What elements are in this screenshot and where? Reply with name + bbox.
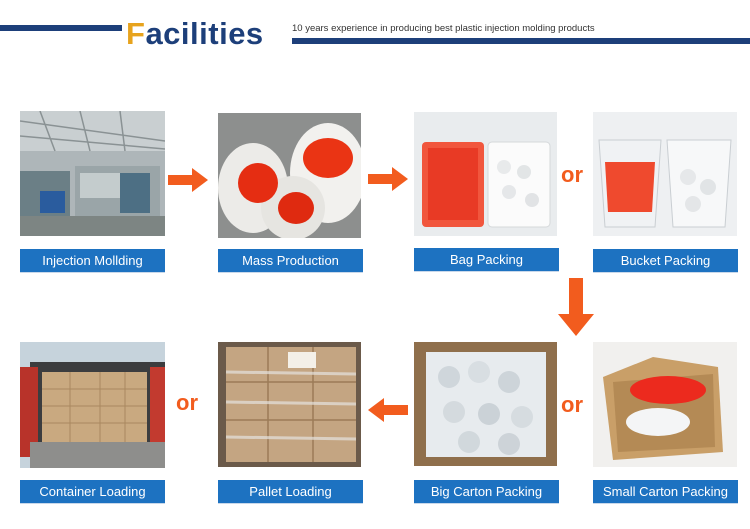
pallet-loading-photo: [218, 342, 361, 467]
header-rule-right: [292, 38, 750, 44]
container-loading-photo: [20, 342, 165, 468]
big-carton-packing-photo: [414, 342, 557, 466]
bucket-packing-photo: [593, 112, 737, 236]
step-label-injection-molding: Injection Mollding: [20, 249, 165, 273]
or-connector: or: [176, 390, 198, 415]
small-carton-packing-photo: [593, 342, 737, 467]
arrow-down-icon: [558, 278, 594, 336]
arrow-right-icon: [168, 168, 208, 192]
step-label-pallet-loading: Pallet Loading: [218, 480, 363, 504]
step-label-bag-packing: Bag Packing: [414, 248, 559, 272]
arrow-right-icon: [368, 167, 408, 191]
step-label-bucket-packing: Bucket Packing: [593, 249, 738, 273]
or-connector: or: [561, 162, 583, 187]
step-label-small-carton-packing: Small Carton Packing: [593, 480, 738, 504]
step-label-mass-production: Mass Production: [218, 249, 363, 273]
page-subtitle: 10 years experience in producing best pl…: [292, 23, 595, 34]
mass-production-photo: [218, 113, 361, 238]
page-title: Facilities: [126, 16, 264, 51]
injection-molding-photo: [20, 111, 165, 236]
step-label-big-carton-packing: Big Carton Packing: [414, 480, 559, 504]
bag-packing-photo: [414, 112, 557, 236]
arrow-left-icon: [368, 398, 408, 422]
header-rule-left: [0, 25, 122, 31]
step-label-container-loading: Container Loading: [20, 480, 165, 504]
or-connector: or: [561, 392, 583, 417]
